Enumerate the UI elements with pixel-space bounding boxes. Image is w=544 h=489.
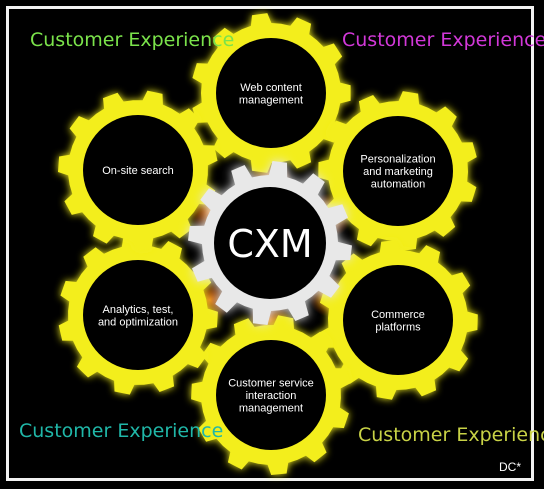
gear-label-analytics-line-0: Analytics, test, — [103, 304, 174, 316]
gear-hub-cxm — [214, 187, 326, 299]
gear-label-analytics-line-1: and optimization — [98, 316, 178, 328]
gear-hub-onsite-search — [83, 115, 193, 225]
gear-label-personalization-line-1: and marketing — [363, 166, 433, 178]
gear-label-customer-service-line-1: interaction — [246, 390, 297, 402]
gear-personalization — [318, 91, 477, 251]
gear-label-personalization-line-0: Personalization — [360, 154, 435, 166]
gear-customer-service — [191, 315, 351, 475]
signature-mark: DC* — [499, 460, 522, 474]
gear-label-onsite-search-line-0: On-site search — [102, 165, 174, 177]
gear-analytics — [58, 235, 218, 395]
customer-experience-label-top-left: Customer Experience — [30, 29, 235, 51]
gear-web-content — [192, 13, 351, 173]
gear-label-customer-service-line-2: management — [239, 403, 303, 415]
center-label-cxm: CXM — [227, 222, 312, 266]
gear-cxm-center — [188, 161, 352, 325]
customer-experience-label-bottom-right: Customer Experience — [358, 424, 544, 446]
customer-experience-label-top-right: Customer Experience — [342, 29, 544, 51]
gear-hub-commerce — [343, 265, 453, 375]
gear-label-commerce-line-0: Commerce — [371, 309, 425, 321]
customer-experience-label-bottom-left: Customer Experience — [19, 420, 224, 442]
gear-onsite-search — [58, 90, 218, 250]
gear-label-web-content-line-1: management — [239, 94, 303, 106]
gear-hub-personalization — [343, 116, 453, 226]
gear-label-customer-service-line-0: Customer service — [228, 378, 314, 390]
gear-label-commerce-line-1: platforms — [375, 321, 421, 333]
gear-label-web-content-line-0: Web content — [240, 82, 302, 94]
gear-label-personalization-line-2: automation — [371, 179, 425, 191]
gear-hub-web-content — [216, 38, 326, 148]
white-frame-border — [6, 6, 534, 481]
gear-hub-analytics — [83, 260, 193, 370]
gear-commerce — [319, 240, 478, 400]
gear-hub-customer-service — [216, 340, 326, 450]
